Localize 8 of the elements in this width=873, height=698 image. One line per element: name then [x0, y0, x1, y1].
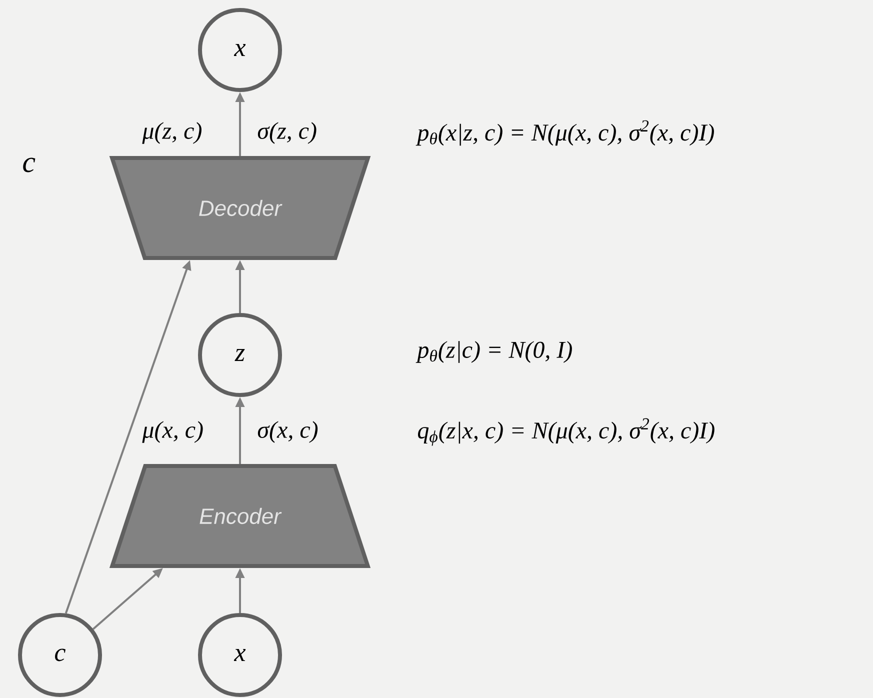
formula-label: p$_{θ}$(x|z, c) = N(μ(x, c), σ$^{2}$(x, c)I) [416, 120, 714, 146]
output-label: μ(x, c) [142, 421, 203, 443]
output-label: μ(z, c) [142, 122, 202, 144]
formula-label: q$_{ϕ}$(z|x, c) = N(μ(x, c), σ$^{2}$(x, c)I) [418, 418, 714, 446]
output-label: σ(x, c) [258, 421, 318, 443]
formula-label: p$_{θ}$(z|c) = N(0, I) [416, 341, 572, 363]
output-label: σ(z, c) [258, 122, 316, 144]
variable-label: c [23, 158, 36, 172]
